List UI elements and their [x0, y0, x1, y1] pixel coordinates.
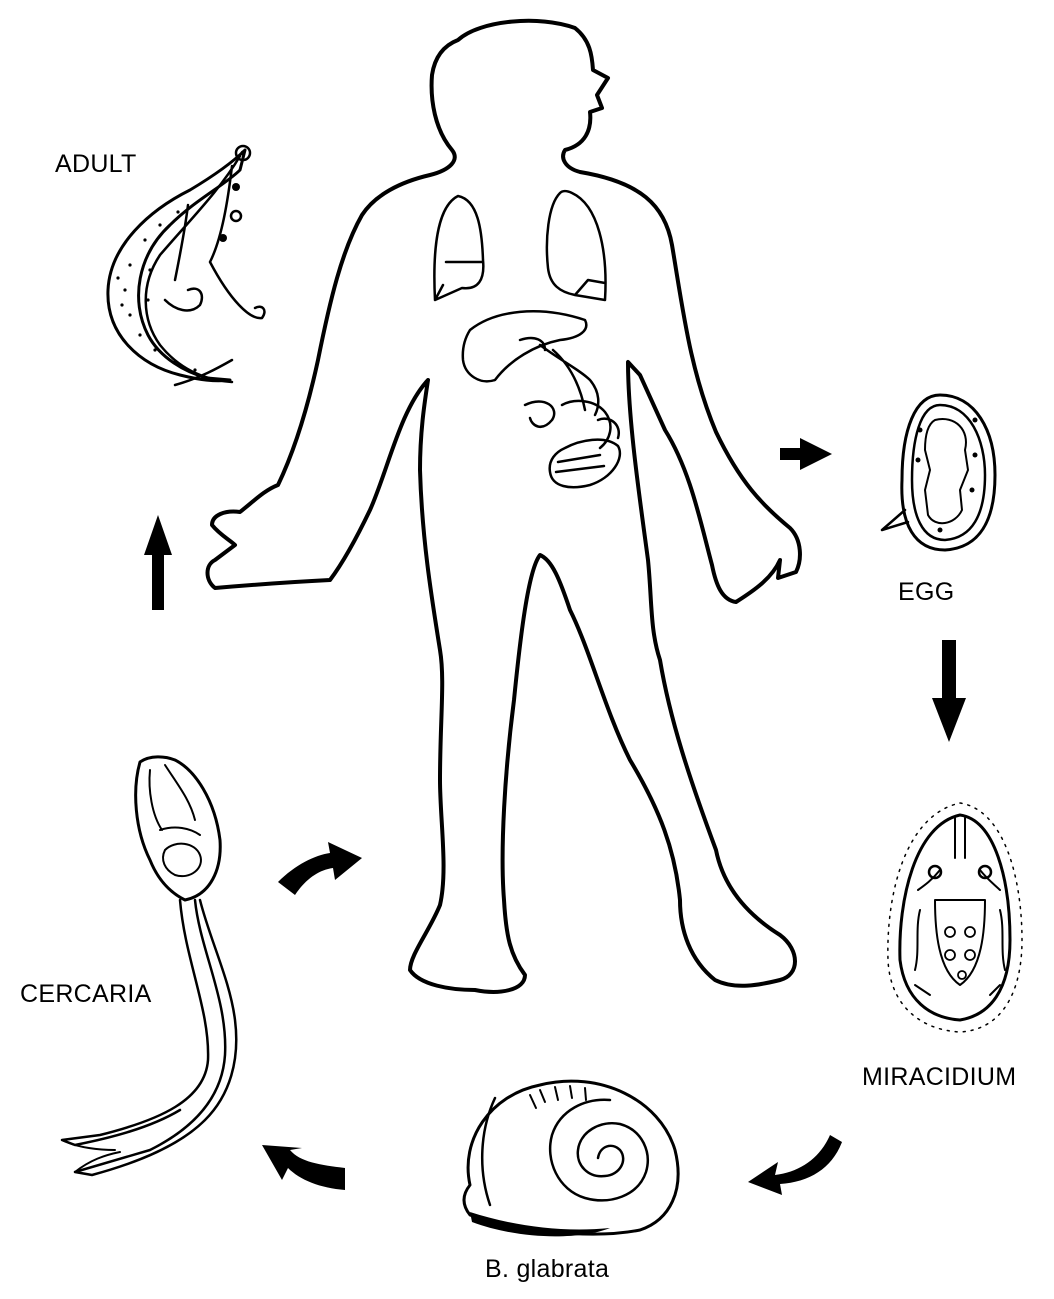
- snail-label: B. glabrata: [485, 1255, 609, 1284]
- arrow-egg-to-miracidium: [932, 640, 966, 742]
- snail-illustration: [464, 1081, 678, 1236]
- egg-label: EGG: [898, 578, 954, 607]
- right-lung: [547, 191, 606, 300]
- human-body-outline: [208, 21, 800, 992]
- adult-worm-illustration: [108, 146, 265, 385]
- miracidium-illustration: [888, 803, 1022, 1032]
- arrow-snail-to-cercaria: [262, 1145, 345, 1190]
- intestines: [525, 345, 620, 487]
- miracidium-label: MIRACIDIUM: [862, 1063, 1016, 1092]
- egg-illustration: [882, 395, 995, 550]
- cercaria-label: CERCARIA: [20, 980, 152, 1009]
- arrow-adult-up: [144, 515, 172, 610]
- arrow-cercaria-to-human: [278, 842, 362, 895]
- left-lung: [434, 196, 483, 300]
- arrow-miracidium-to-snail: [748, 1135, 842, 1195]
- adult-label: ADULT: [55, 150, 137, 179]
- arrow-to-egg: [780, 438, 832, 470]
- liver: [463, 311, 586, 381]
- cercaria-illustration: [62, 757, 236, 1175]
